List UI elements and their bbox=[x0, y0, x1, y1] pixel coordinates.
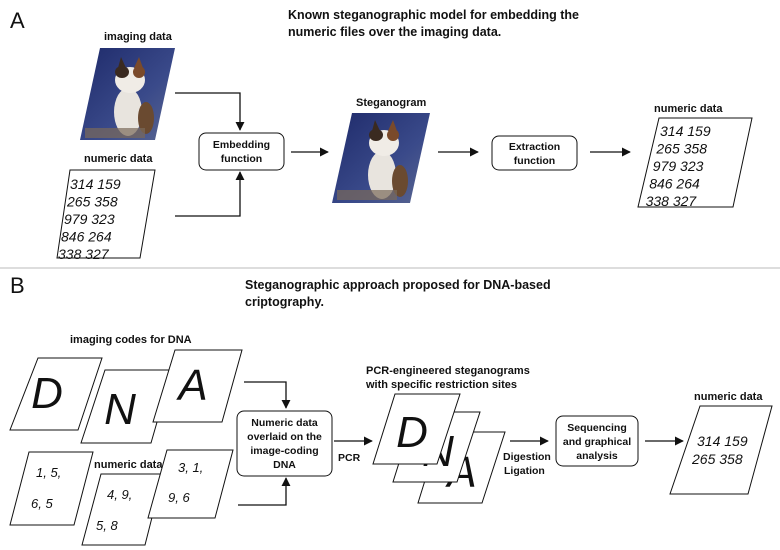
steganogram-label: Steganogram bbox=[356, 97, 427, 109]
numeric-value: 338 327 bbox=[646, 193, 698, 209]
panel-b-letter: B bbox=[10, 273, 25, 298]
num-card2-line2: 5, 8 bbox=[96, 518, 118, 533]
pcr-title-line1: PCR-engineered steganograms bbox=[366, 365, 530, 377]
overlay-line2: overlaid on the bbox=[247, 431, 322, 443]
numeric-card-2 bbox=[81, 473, 164, 546]
panel-a-title-line2: numeric files over the imaging data. bbox=[288, 25, 501, 39]
panel-a-letter: A bbox=[10, 8, 25, 33]
numeric-data-label-a: numeric data bbox=[84, 153, 153, 165]
overlay-line3: image-coding bbox=[250, 445, 318, 457]
sequencing-line2: and graphical bbox=[563, 436, 631, 448]
digestion-label: Digestion bbox=[503, 451, 551, 463]
sequencing-line1: Sequencing bbox=[567, 422, 627, 434]
panel-a-title-line1: Known steganographic model for embedding… bbox=[288, 8, 579, 22]
num-card1-line1: 1, 5, bbox=[36, 465, 61, 480]
output-numeric-card-a bbox=[637, 117, 753, 208]
num-card1-line2: 6, 5 bbox=[31, 496, 53, 511]
extraction-line2: function bbox=[514, 155, 555, 167]
output-numeric-label-b: numeric data bbox=[694, 391, 763, 403]
sequencing-box bbox=[555, 415, 639, 467]
dna-card-d bbox=[9, 357, 103, 431]
stack-letter-d: D bbox=[396, 408, 428, 457]
numeric-value: 846 264 bbox=[649, 176, 700, 192]
stack-card-d bbox=[372, 393, 461, 465]
pcr-title-line2: with specific restriction sites bbox=[365, 379, 517, 391]
arrow-image-to-embedding bbox=[175, 92, 245, 131]
dna-card-a bbox=[152, 349, 243, 423]
dna-card-n bbox=[80, 369, 173, 444]
numeric-value: 314 159 bbox=[70, 176, 121, 192]
panel-b-title-line2: criptography. bbox=[245, 295, 324, 309]
numeric-value: 314 159 bbox=[660, 123, 711, 139]
arrow-letters-to-overlay bbox=[244, 381, 291, 409]
dna-letter-a: A bbox=[175, 361, 207, 410]
num-card3-line2: 9, 6 bbox=[168, 490, 190, 505]
num-card2-line1: 4, 9, bbox=[107, 487, 132, 502]
sequencing-line3: analysis bbox=[576, 450, 618, 462]
numeric-value: 265 358 bbox=[655, 141, 707, 157]
cat-image bbox=[80, 48, 175, 140]
imaging-data-label: imaging data bbox=[104, 31, 173, 43]
numeric-card-3 bbox=[147, 449, 234, 519]
ligation-label: Ligation bbox=[504, 465, 545, 477]
overlay-line4: DNA bbox=[273, 459, 296, 471]
numeric-value: 979 323 bbox=[64, 211, 115, 227]
extraction-line1: Extraction bbox=[509, 141, 560, 153]
steganogram-image bbox=[332, 113, 430, 203]
embedding-line2: function bbox=[221, 153, 262, 165]
dna-letter-d: D bbox=[31, 369, 63, 418]
panel-b-title-line1: Steganographic approach proposed for DNA… bbox=[245, 278, 551, 292]
arrow-numeric-to-embedding bbox=[175, 171, 245, 217]
num-card3-line1: 3, 1, bbox=[178, 460, 203, 475]
output-numeric-label-a: numeric data bbox=[654, 103, 723, 115]
embedding-line1: Embedding bbox=[213, 139, 270, 151]
overlay-box bbox=[236, 410, 333, 477]
dna-letter-n: N bbox=[104, 385, 136, 434]
extraction-function-box bbox=[491, 135, 578, 171]
numeric-data-card-a bbox=[56, 169, 156, 259]
numeric-data-label-b: numeric data bbox=[94, 459, 163, 471]
output-b-line2: 265 358 bbox=[691, 451, 743, 467]
output-b-line1: 314 159 bbox=[697, 433, 748, 449]
numeric-card-1 bbox=[9, 451, 94, 526]
output-numeric-card-b bbox=[669, 405, 773, 495]
imaging-codes-label: imaging codes for DNA bbox=[70, 334, 192, 346]
overlay-line1: Numeric data bbox=[251, 417, 318, 429]
pcr-label: PCR bbox=[338, 452, 361, 464]
arrow-numbers-to-overlay bbox=[238, 477, 291, 506]
numeric-value: 846 264 bbox=[61, 229, 112, 245]
numeric-value: 265 358 bbox=[66, 194, 118, 210]
numeric-value: 979 323 bbox=[653, 158, 704, 174]
numeric-value: 338 327 bbox=[58, 246, 110, 262]
embedding-function-box bbox=[198, 132, 285, 171]
